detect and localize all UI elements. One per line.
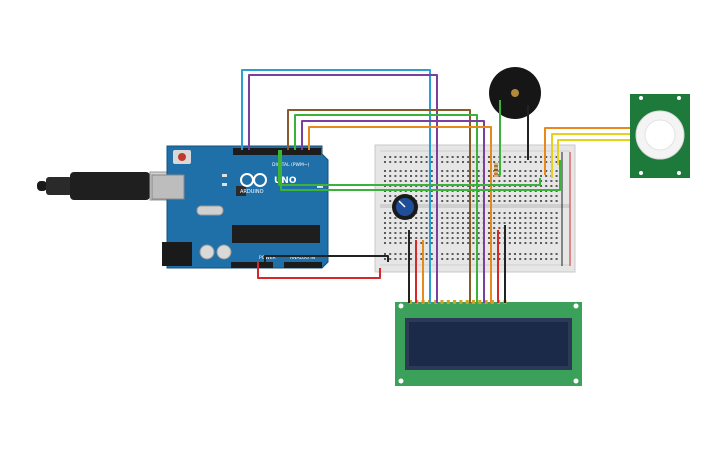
analog-header[interactable] — [284, 262, 322, 268]
wire-pir-yellow — [557, 139, 630, 165]
power-jack — [162, 242, 192, 266]
arduino-brand-label: ARDUINO — [240, 189, 264, 195]
arduino-model-label: UNO — [274, 176, 297, 186]
wire-purple2-arduino-lcd — [301, 120, 485, 303]
pir-motion-sensor[interactable] — [630, 94, 690, 178]
wires — [241, 69, 630, 303]
digital-label: DIGITAL (PWM~) — [272, 162, 310, 168]
analog-label: ANALOG IN — [290, 255, 315, 261]
wire-green-arduino-breadboard — [278, 150, 541, 186]
wire-brown-arduino-lcd — [287, 109, 471, 303]
wire-pir-white — [551, 133, 630, 178]
wire-green-arduino-lcd — [294, 114, 478, 303]
wire-black-ground — [264, 255, 389, 262]
wire-red-power — [257, 262, 381, 279]
potentiometer[interactable] — [392, 194, 418, 220]
power-label: POWER — [259, 255, 276, 261]
wire-blue-arduino-lcd — [241, 69, 431, 303]
wire-pir-orange — [544, 127, 630, 175]
lcd-16x2-display[interactable] — [395, 300, 582, 386]
breadboard-holes — [384, 156, 558, 260]
piezo-buzzer[interactable] — [489, 67, 541, 119]
arduino-uno-board[interactable]: ARDUINO UNO DIGITAL (PWM~) POWER ANALOG … — [151, 145, 329, 269]
atmega-chip — [232, 225, 320, 243]
wire-buzzer-pos — [498, 100, 501, 176]
digital-header[interactable] — [233, 148, 321, 155]
resistor — [494, 163, 498, 177]
lcd-screen — [409, 322, 568, 366]
power-header[interactable] — [231, 262, 273, 268]
wire-orange-arduino-lcd — [308, 126, 492, 303]
wire-green2-arduino-breadboard — [280, 150, 561, 191]
arduino-logo-icon — [240, 173, 267, 187]
